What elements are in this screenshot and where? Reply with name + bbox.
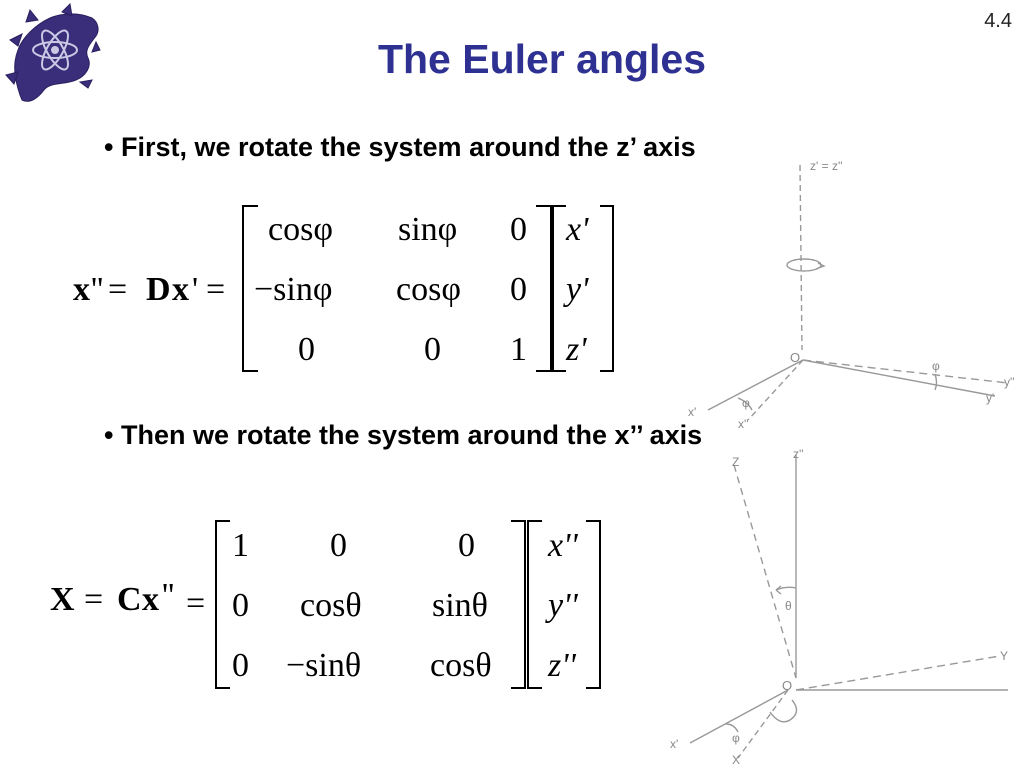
rotation-arrow-z [786,258,822,272]
bullet-rotate-x: • Then we rotate the system around the x… [104,420,703,450]
eq1-m11: cosφ [268,211,333,248]
eq1-matrix-right-bracket [536,205,552,372]
horned-lizard-logo [5,2,101,102]
eq2-v2: y'' [545,587,578,624]
x2-axis [747,359,804,421]
label-y1-top: y' [986,391,994,405]
Z-axis [733,464,797,679]
eq2-v1: x'' [547,527,578,564]
eq1-m13: 0 [510,211,527,248]
eq1-m23: 0 [510,271,527,308]
label-origin-top: O [790,350,800,365]
label-Z: Z [732,455,739,469]
Y-axis [795,655,1001,691]
eq1-m12: sinφ [398,211,457,248]
eq2-v3: z'' [547,647,577,684]
slide-title: The Euler angles [377,36,707,82]
label-phi-left: φ [742,396,750,410]
eq1-rhs-primes: ' [192,271,198,308]
eq1-m22: cosφ [396,271,461,308]
eq1-matrix-left-bracket [242,205,258,372]
label-x2-top: x'' [738,417,749,431]
eq2-matrix-left-bracket [215,520,230,689]
z-prime-axis [799,164,803,351]
eq2-m12: 0 [330,527,347,564]
eq2-matrix-name: C [117,581,142,618]
eq1-m31: 0 [298,331,315,368]
eq1-matrix-name: D [146,271,171,308]
rotation-arrow-x [769,699,798,723]
eq1-equals-1: = [108,271,127,308]
eq1-m21: −sinφ [254,271,332,308]
eq1-m33: 1 [510,331,527,368]
eq2-matrix-right-bracket [511,520,526,689]
eq1-m32: 0 [424,331,441,368]
eq1-vector-left-bracket [552,205,566,372]
eq2-equals-2: = [186,585,205,622]
eq2-m11: 1 [232,527,249,564]
label-z2: z'' [793,447,804,461]
eq1-lhs-primes: '' [91,271,103,308]
eq2-vector-right-bracket [586,520,601,689]
eq2-equals-1: = [84,581,103,618]
eq1-v2: y' [563,271,589,308]
label-origin-bottom: O [782,678,792,693]
phi-arc-top [934,373,938,391]
label-z1-z2: z' = z'' [810,159,843,173]
eq2-m22: cosθ [300,587,362,624]
label-phi-bottom: φ [732,731,740,745]
euler-rotation-diagram: z' = z'' O φ y'' y' x' x'' φ Z z'' θ Y O… [670,159,1015,767]
label-y2-top: y'' [1004,375,1015,389]
equation-2: X = C x '' = 1 0 0 0 cosθ sinθ 0 −sinθ c… [50,520,601,689]
rotation-arrowhead-z [815,262,826,270]
label-theta: θ [785,599,792,613]
X-axis [737,689,789,759]
eq2-m13: 0 [458,527,475,564]
eq2-vector-left-bracket [527,520,542,689]
y2-axis [802,359,1009,384]
eq2-lhs-vector: X [50,581,75,618]
label-x1-top: x' [688,405,696,419]
label-x1-bottom: x' [670,737,678,751]
label-Y: Y [1000,649,1008,663]
x1-axis [707,359,804,411]
eq2-m21: 0 [232,587,249,624]
phi-arc-left [737,397,753,411]
eq1-v1: x' [565,211,589,248]
bullet-rotate-z: • First, we rotate the system around the… [104,132,696,162]
slide-number: 4.4 [984,10,1012,32]
eq2-m33: cosθ [430,647,492,684]
eq2-rhs-primes: '' [162,577,174,614]
eq1-lhs-vector: x [73,271,90,308]
phi-arc-bottom [725,723,739,733]
eq2-m23: sinθ [432,587,488,624]
eq1-equals-2: = [206,271,225,308]
eq2-rhs-vector: x [142,581,159,618]
theta-arrowhead [775,585,782,595]
eq1-v3: z' [565,331,587,368]
eq2-m31: 0 [232,647,249,684]
x1-axis-bottom [689,689,789,744]
label-phi-top: φ [932,359,940,373]
y1-axis [802,359,996,397]
eq1-rhs-vector: x [172,271,189,308]
eq1-vector-right-bracket [600,205,614,372]
label-X: X [732,753,740,767]
eq2-m32: −sinθ [286,647,361,684]
